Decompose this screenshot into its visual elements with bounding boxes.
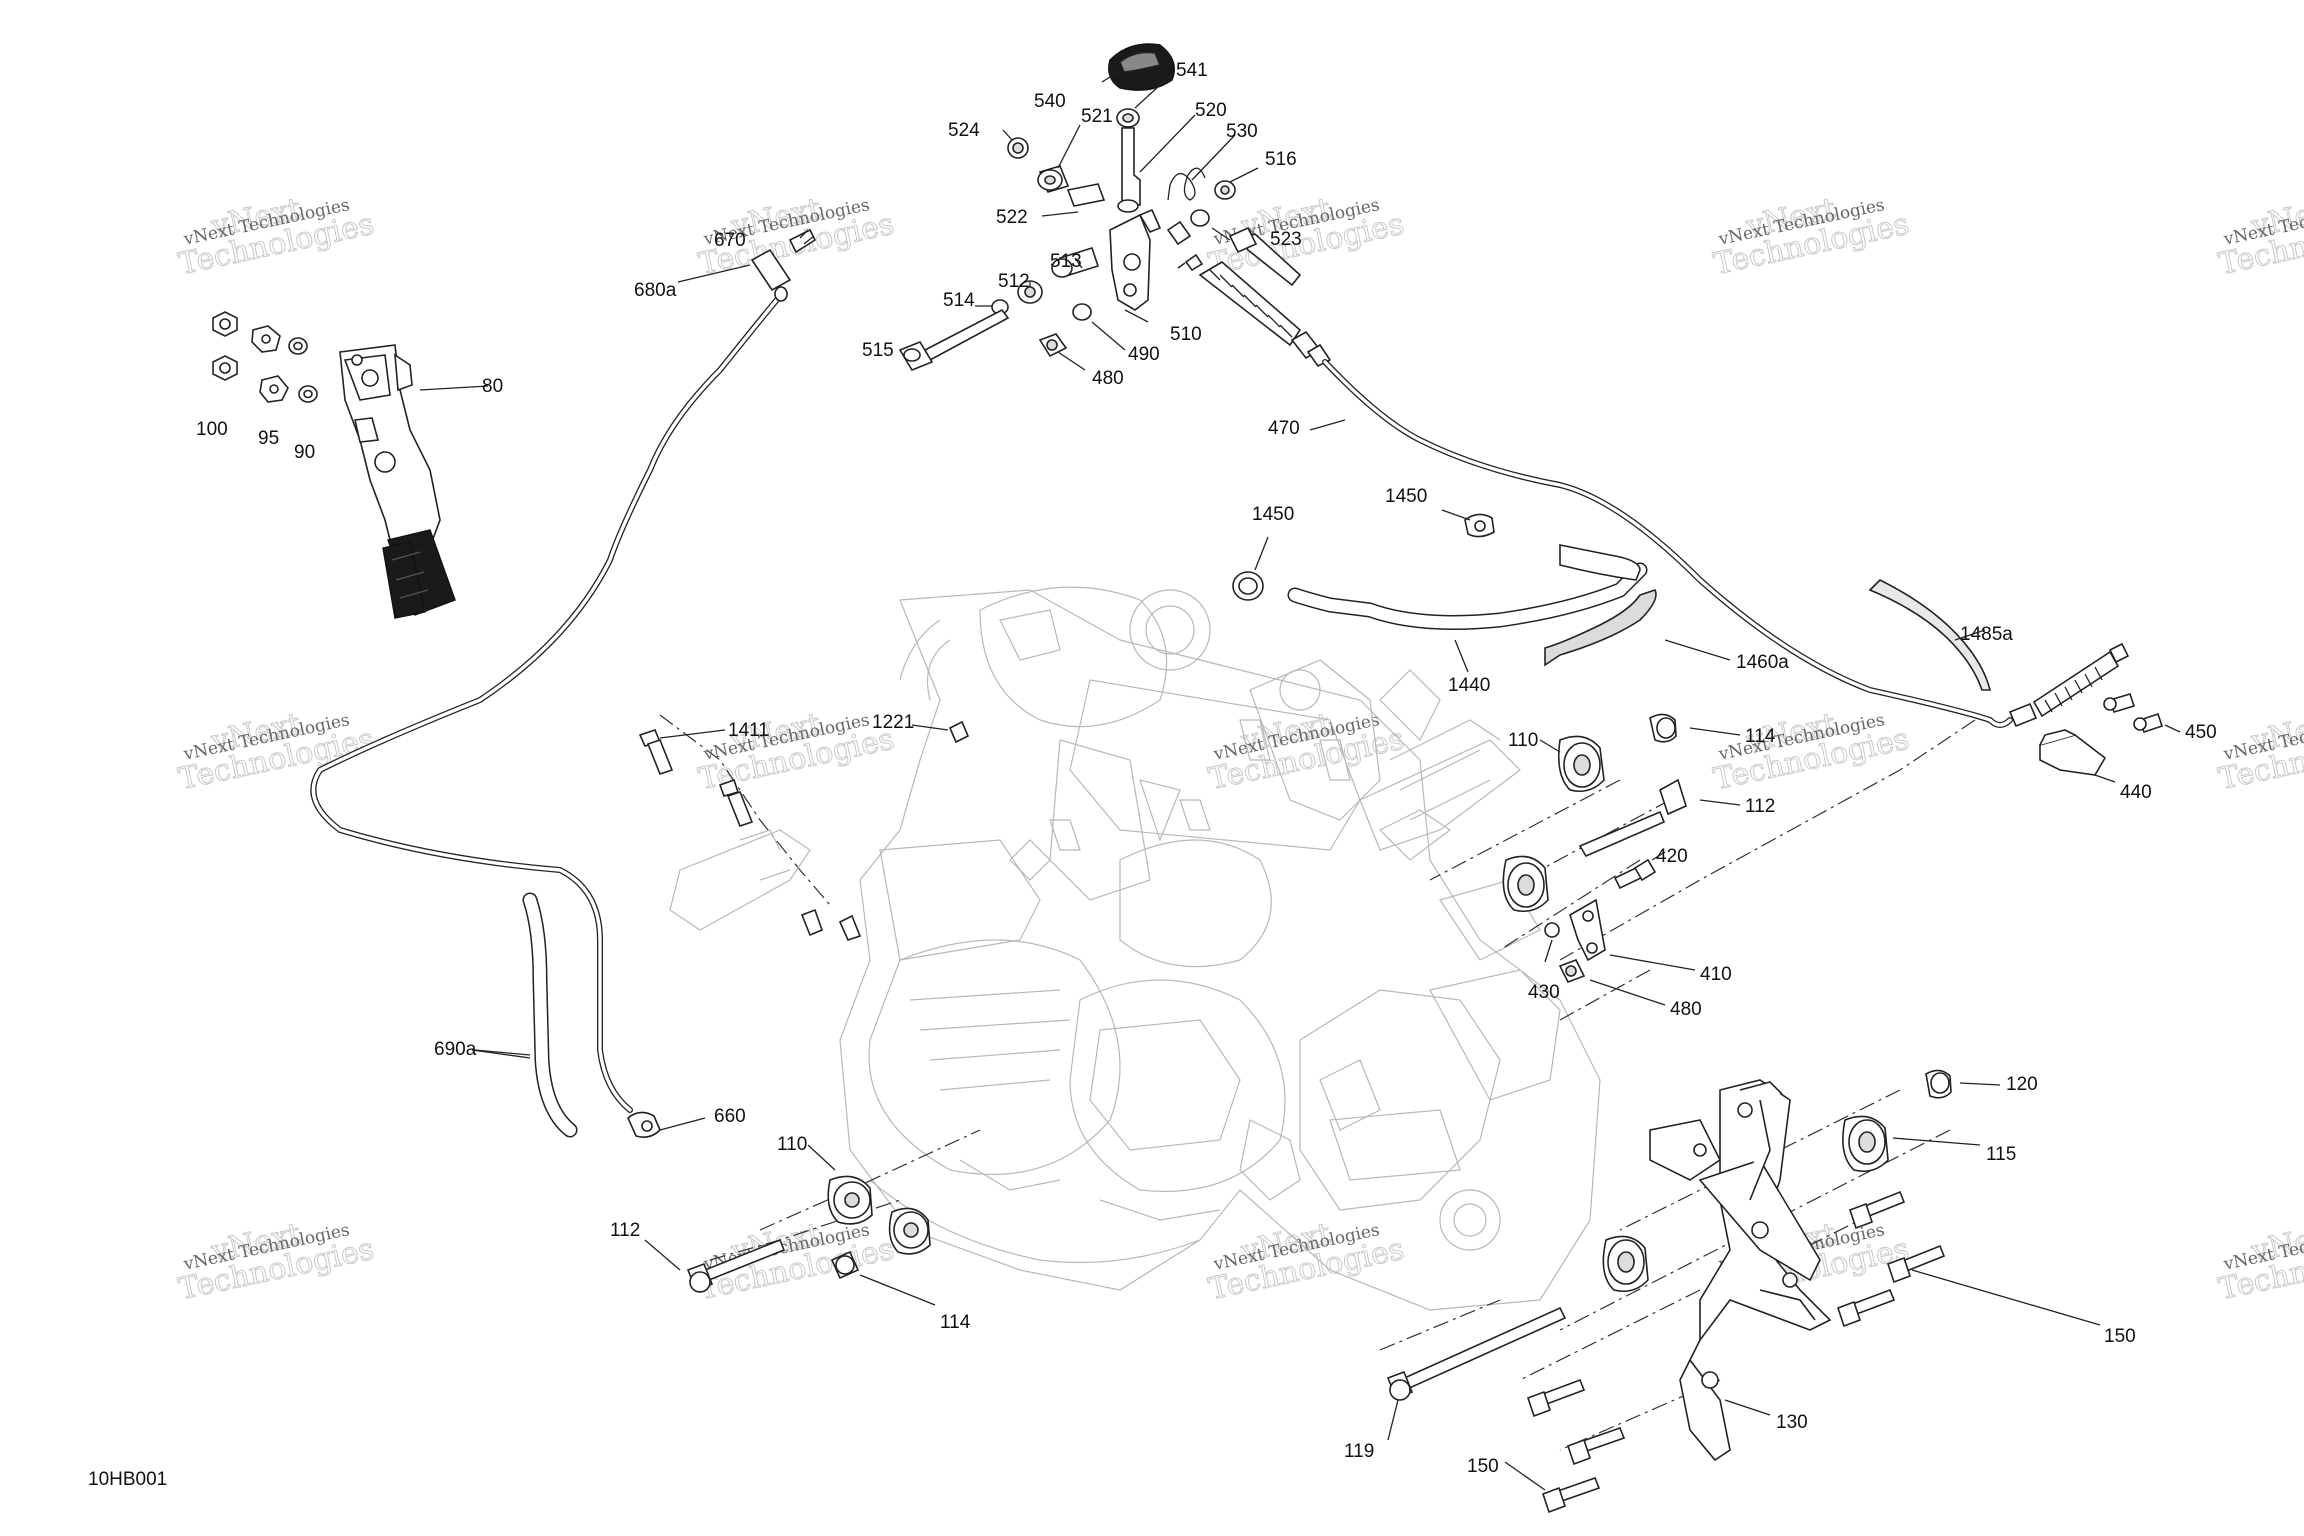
callout-690a: 690a [434, 1039, 477, 1060]
callout-510: 510 [1170, 324, 1202, 345]
callout-150-right: 150 [2104, 1326, 2136, 1347]
callout-80: 80 [482, 376, 503, 397]
callout-114-lower: 114 [940, 1312, 971, 1333]
callout-110-lower: 110 [777, 1134, 807, 1155]
callout-110-upper: 110 [1508, 730, 1538, 751]
callout-523: 523 [1270, 229, 1302, 250]
callout-490: 490 [1128, 344, 1160, 365]
engine-mount-lower-left [686, 1175, 931, 1293]
engine-mount-upper [1502, 713, 1687, 984]
callout-1460a: 1460a [1736, 652, 1789, 673]
callout-410: 410 [1700, 964, 1732, 985]
callout-1450-right: 1450 [1385, 486, 1427, 507]
callout-440: 440 [2120, 782, 2152, 803]
intake-hose [1232, 513, 1648, 630]
callout-114-upper: 114 [1745, 726, 1776, 747]
callout-520: 520 [1195, 100, 1227, 121]
shift-lever-assembly [898, 43, 1302, 371]
callout-150-bottom: 150 [1467, 1456, 1499, 1477]
callout-480-lower: 480 [1670, 999, 1702, 1020]
connector-670 [750, 228, 817, 292]
callout-1485a: 1485a [1960, 624, 2013, 645]
callout-112-upper: 112 [1745, 796, 1775, 817]
callout-450: 450 [2185, 722, 2217, 743]
callout-540: 540 [1034, 91, 1066, 112]
callout-120: 120 [2006, 1074, 2038, 1095]
callout-515: 515 [862, 340, 894, 361]
callout-670: 670 [714, 230, 746, 251]
callout-524: 524 [948, 120, 980, 141]
callout-514: 514 [943, 290, 975, 311]
callout-112-lower: 112 [610, 1220, 640, 1241]
throttle-pedal-assembly [339, 344, 456, 619]
callout-420: 420 [1656, 846, 1688, 867]
hose-guard-1460a [1544, 589, 1657, 667]
callout-522: 522 [996, 207, 1028, 228]
guard-1485a [1868, 579, 1992, 691]
callout-1440: 1440 [1448, 675, 1490, 696]
diagram-code: 10HB001 [88, 1469, 167, 1490]
callout-541: 541 [1176, 60, 1208, 81]
leader-lines [419, 71, 2181, 1491]
callout-115: 115 [1986, 1144, 2016, 1165]
callout-430: 430 [1528, 982, 1560, 1003]
callout-130: 130 [1776, 1412, 1808, 1433]
engine-ghost [839, 586, 1601, 1311]
shift-cable-470 [1198, 261, 2130, 728]
callout-470: 470 [1268, 418, 1300, 439]
callout-119: 119 [1344, 1441, 1374, 1462]
callout-512: 512 [998, 271, 1030, 292]
left-sensor-hardware [638, 720, 970, 941]
callout-480-upper: 480 [1092, 368, 1124, 389]
callout-1450-left: 1450 [1252, 504, 1294, 525]
pedal-hardware [212, 311, 318, 403]
callout-680a: 680a [634, 280, 677, 301]
callout-95: 95 [258, 428, 279, 449]
callout-513: 513 [1050, 251, 1082, 272]
engine-mount-bracket-130 [1649, 1079, 1832, 1462]
vent-hose [310, 286, 788, 1138]
callout-labels: 540 541 524 521 520 530 516 522 523 513 … [196, 60, 2217, 1477]
engine-mount-lower-right [1386, 1069, 1952, 1514]
callout-660: 660 [714, 1106, 746, 1127]
callout-521: 521 [1081, 106, 1113, 127]
callout-530: 530 [1226, 121, 1258, 142]
callout-1411: 1411 [728, 720, 769, 741]
callout-516: 516 [1265, 149, 1297, 170]
callout-100: 100 [196, 419, 228, 440]
callout-90: 90 [294, 442, 315, 463]
callout-1221: 1221 [872, 712, 914, 733]
cable-bracket-440 [2039, 693, 2164, 776]
